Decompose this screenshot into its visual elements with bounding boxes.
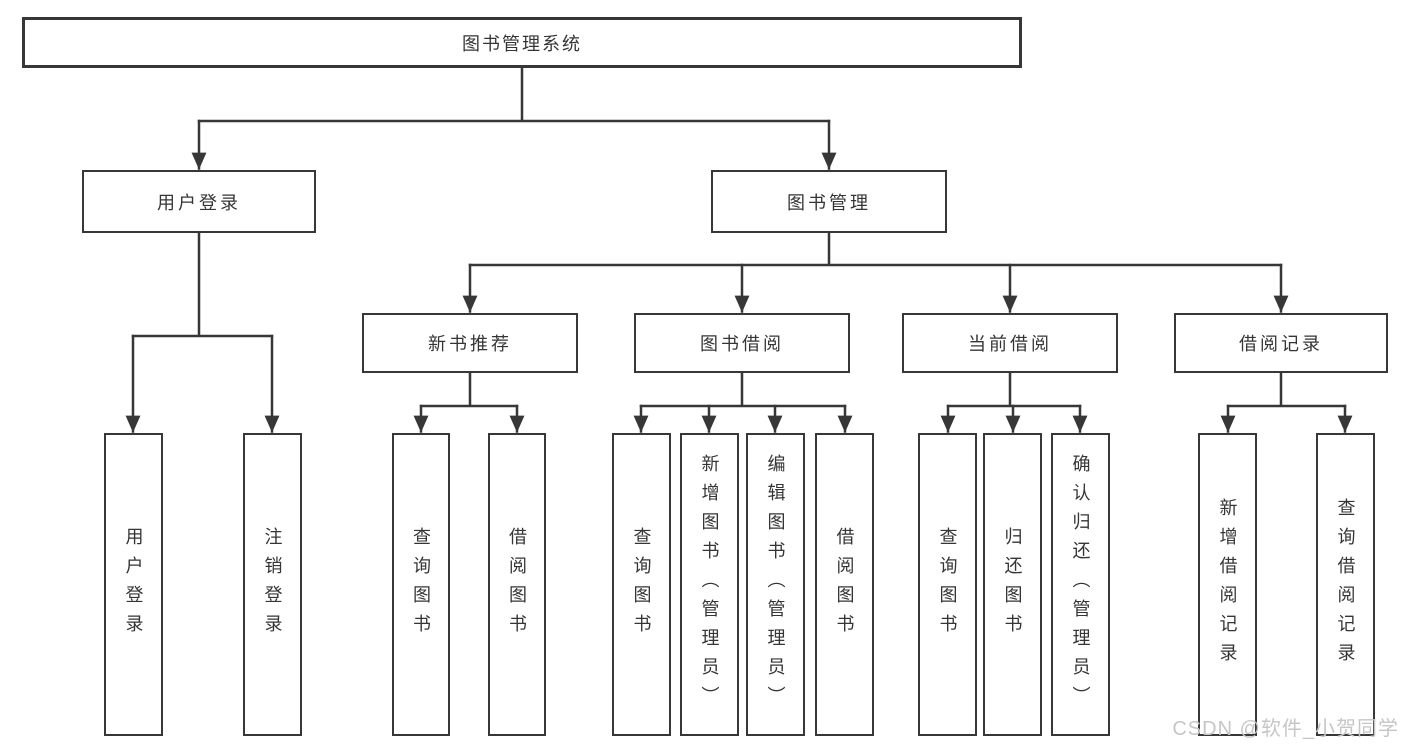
node-leaf-add-books-admin: 新增图书（管理员）	[680, 433, 739, 736]
node-root-system: 图书管理系统	[22, 17, 1022, 68]
node-leaf-borrow-books-recommend: 借阅图书	[488, 433, 546, 736]
leaf-label: 新增借阅记录	[1217, 497, 1238, 672]
connector-user-login-trunk	[131, 231, 274, 338]
connector-current-borrow-trunk	[946, 371, 1082, 408]
node-current-borrow: 当前借阅	[902, 313, 1118, 373]
node-leaf-edit-books-admin: 编辑图书（管理员）	[746, 433, 805, 736]
leaf-label: 注销登录	[262, 526, 283, 643]
leaf-label: 借阅图书	[834, 526, 855, 643]
leaf-label: 查询借阅记录	[1335, 497, 1356, 672]
node-leaf-add-borrow-record: 新增借阅记录	[1198, 433, 1257, 736]
node-leaf-return-books: 归还图书	[983, 433, 1042, 736]
leaf-label: 编辑图书（管理员）	[765, 454, 786, 715]
node-leaf-query-books-current: 查询图书	[918, 433, 977, 736]
leaf-label: 查询图书	[631, 526, 652, 643]
leaf-label: 确认归还（管理员）	[1070, 454, 1091, 715]
leaf-label: 归还图书	[1002, 526, 1023, 643]
connector-new-book-recommend-trunk	[419, 371, 519, 408]
node-user-login: 用户登录	[82, 170, 316, 233]
leaf-label: 新增图书（管理员）	[699, 454, 720, 715]
node-leaf-logout: 注销登录	[243, 433, 302, 736]
node-leaf-borrow-books: 借阅图书	[815, 433, 874, 736]
connector-book-management-trunk	[468, 231, 1283, 267]
connector-book-borrow-trunk	[639, 371, 847, 408]
connector-borrow-records-trunk	[1226, 371, 1347, 408]
leaf-label: 查询图书	[937, 526, 958, 643]
leaf-label: 用户登录	[123, 526, 144, 643]
leaf-label: 借阅图书	[507, 526, 527, 643]
node-book-borrow: 图书借阅	[634, 313, 850, 373]
node-leaf-query-borrow-record: 查询借阅记录	[1316, 433, 1375, 736]
node-book-management: 图书管理	[711, 170, 947, 233]
node-leaf-confirm-return-admin: 确认归还（管理员）	[1051, 433, 1110, 736]
node-leaf-query-books-recommend: 查询图书	[392, 433, 450, 736]
node-borrow-records: 借阅记录	[1174, 313, 1388, 373]
leaf-label: 查询图书	[411, 526, 431, 643]
node-leaf-query-books-borrow: 查询图书	[612, 433, 671, 736]
node-leaf-user-login: 用户登录	[104, 433, 163, 736]
connector-root-trunk	[197, 66, 831, 123]
node-new-book-recommend: 新书推荐	[362, 313, 578, 373]
